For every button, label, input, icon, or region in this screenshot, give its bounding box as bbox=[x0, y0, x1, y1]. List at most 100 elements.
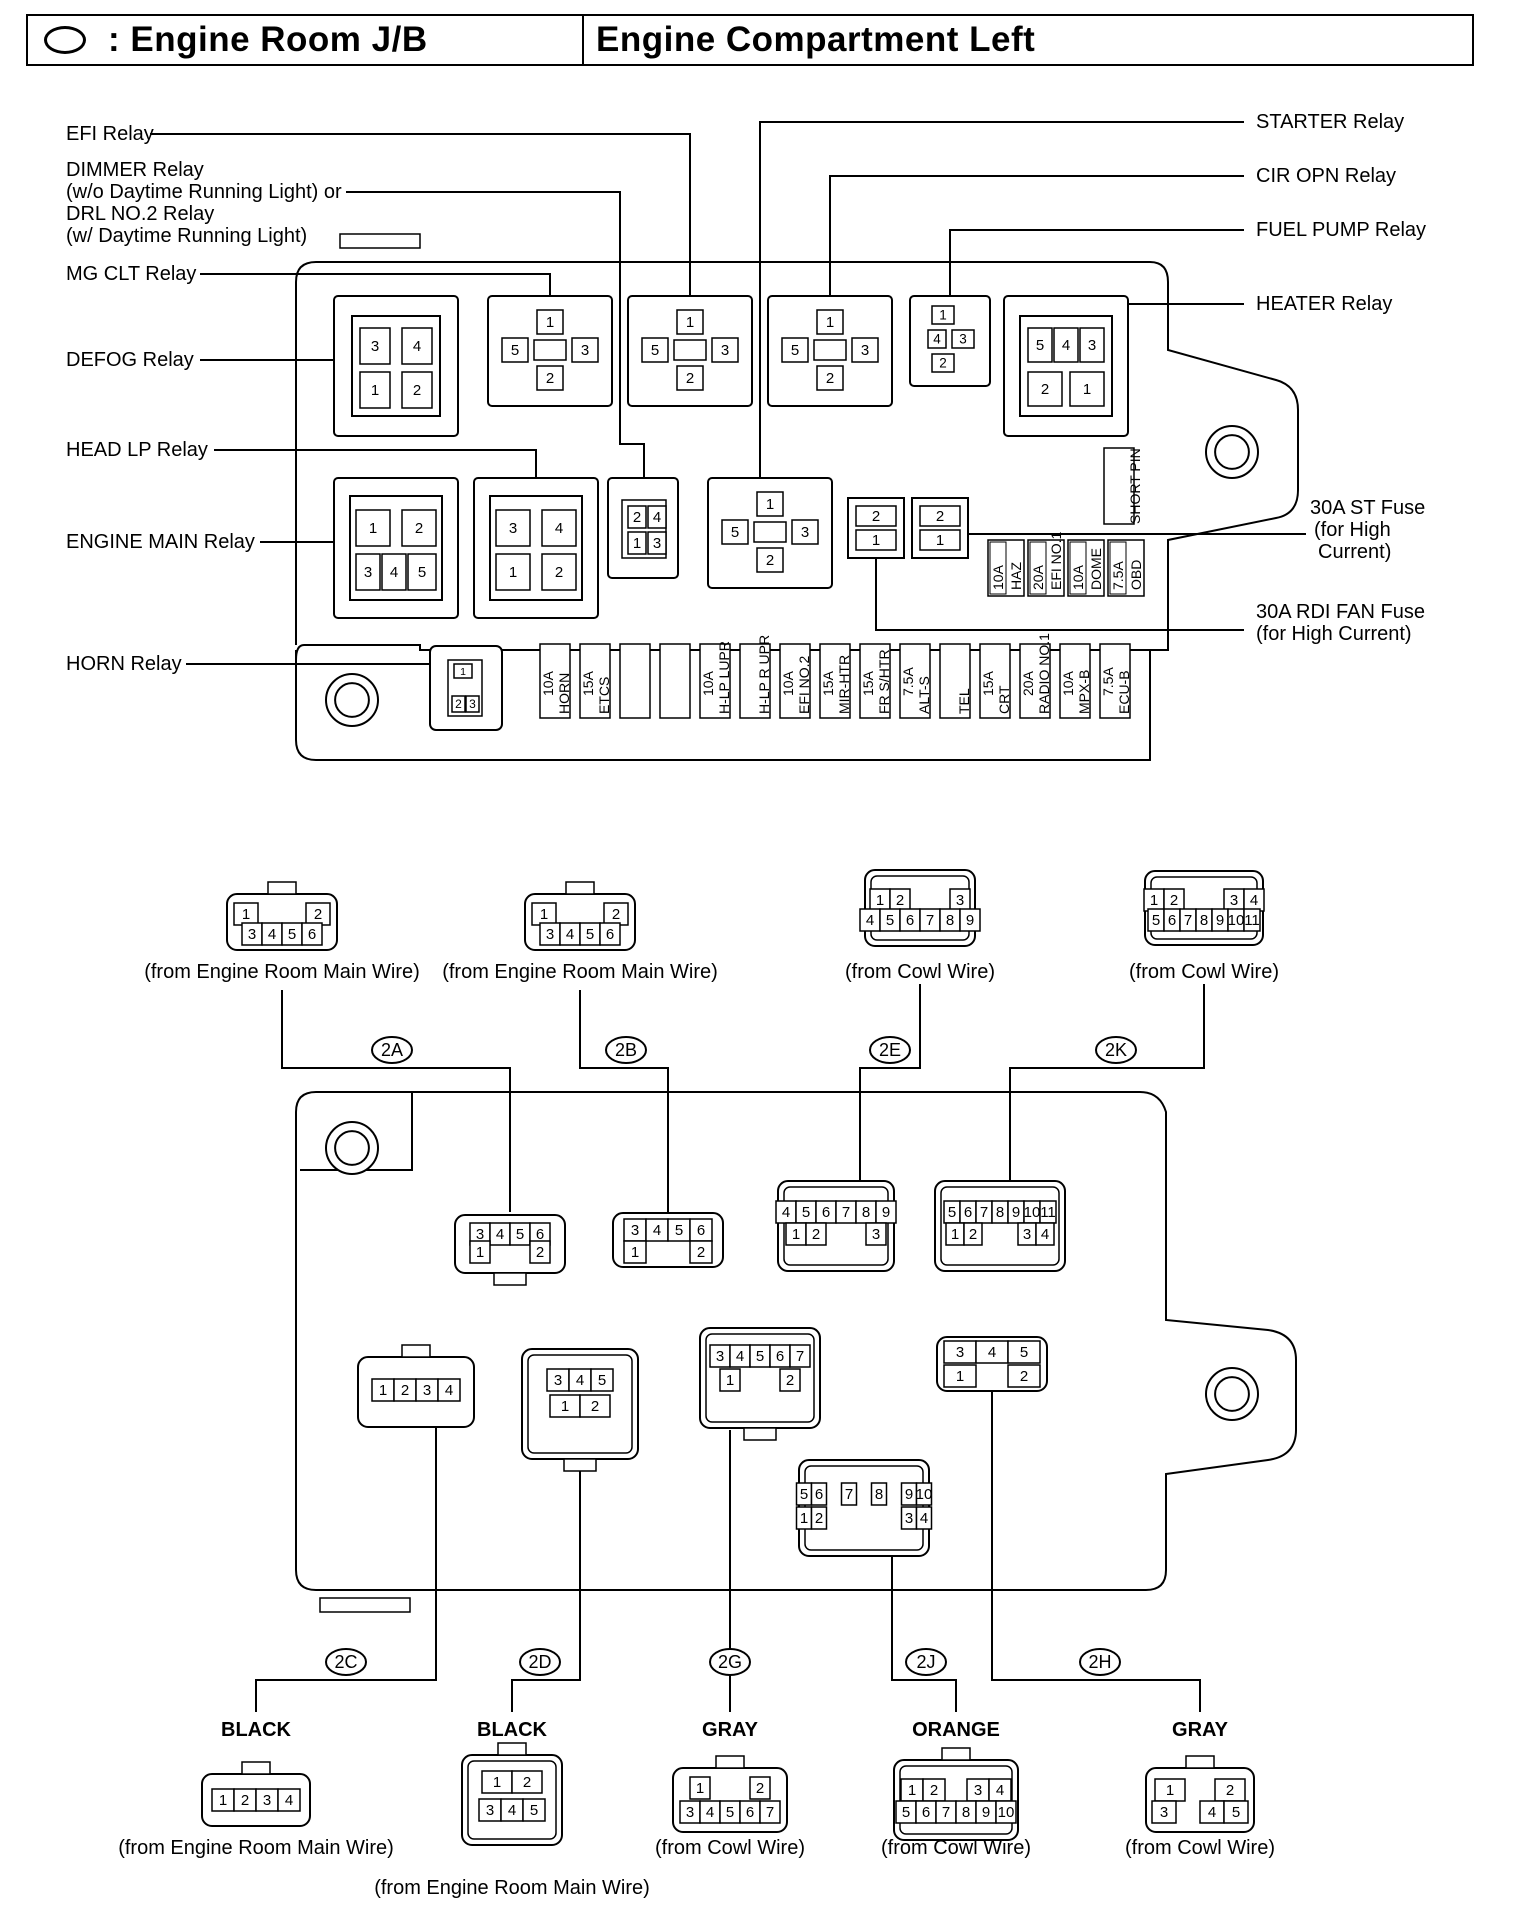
fuse-bottom-name: CRT bbox=[996, 685, 1012, 714]
connector-2g-socket-pin bbox=[719, 1368, 741, 1392]
ciropn-relay-pin-2-number: 2 bbox=[826, 370, 834, 387]
connector-2e-socket-pin-number: 6 bbox=[822, 1204, 830, 1221]
junction-block-outline bbox=[295, 261, 1299, 761]
dimmer-pin-number: 2 bbox=[633, 509, 641, 526]
efi-relay-pin-3-number: 3 bbox=[721, 342, 729, 359]
connector-2g-socket-pin-number: 7 bbox=[796, 1348, 804, 1365]
defog-pin-number: 3 bbox=[371, 338, 379, 355]
connector-2b-socket-pin-number: 2 bbox=[697, 1244, 705, 1261]
heater-pin-number: 5 bbox=[1036, 337, 1044, 354]
connector-2j-image-pin-number: 3 bbox=[974, 1782, 982, 1799]
fuelpump-relay-housing bbox=[909, 295, 991, 387]
connector-2j-code-text: 2J bbox=[916, 1652, 935, 1672]
enginemain-pin bbox=[407, 553, 437, 591]
fuse-bottom-amp: 10A bbox=[540, 670, 556, 696]
connector-2g-image-pin bbox=[689, 1776, 711, 1800]
connector-2a-image-pin-number: 2 bbox=[314, 906, 322, 923]
connector-2b-socket-pin bbox=[689, 1240, 713, 1264]
heater-pin-number: 2 bbox=[1041, 381, 1049, 398]
connector-2d-image-pin-number: 3 bbox=[486, 1802, 494, 1819]
fuse-bottom-name: MPX-B bbox=[1076, 670, 1092, 714]
rdi-fan-fuse-label: 30A RDI FAN Fuse bbox=[1256, 601, 1425, 623]
dimmer-pin bbox=[647, 505, 667, 529]
connector-2b-code bbox=[605, 1036, 647, 1064]
fuse-bottom-slot bbox=[899, 643, 931, 719]
connector-2k-image-pin-number: 7 bbox=[1184, 912, 1192, 929]
connector-2k-image-pin-number: 11 bbox=[1244, 912, 1260, 929]
horn-pin-number: 1 bbox=[460, 666, 466, 678]
connector-2g-image-pin-number: 3 bbox=[686, 1804, 694, 1821]
connector-2j-leader bbox=[891, 1556, 957, 1712]
connector-2j-image-pin-number: 6 bbox=[922, 1804, 930, 1821]
connector-2e-source: (from Cowl Wire) bbox=[845, 961, 995, 983]
dimmer-relay-label: DRL NO.2 Relay bbox=[66, 203, 214, 225]
connector-2j-image-pin-number: 1 bbox=[908, 1782, 916, 1799]
fuse-bottom-amp: 10A bbox=[780, 670, 796, 696]
connector-2d-socket-pin bbox=[579, 1394, 611, 1418]
fuse-bottom-slot bbox=[979, 643, 1011, 719]
fuse-bottom-slot bbox=[1099, 643, 1131, 719]
defog-pin-number: 1 bbox=[371, 382, 379, 399]
connector-2d-socket-bottom-tab bbox=[563, 1458, 597, 1472]
ciropn-relay-pin-3-number: 3 bbox=[861, 342, 869, 359]
connector-2k-image-pin-number: 2 bbox=[1170, 892, 1178, 909]
efi-relay-label: EFI Relay bbox=[66, 123, 154, 145]
fuse-bottom-slot bbox=[699, 643, 731, 719]
enginemain-pin-number: 3 bbox=[364, 564, 372, 581]
connector-2h-image-pin-number: 4 bbox=[1208, 1804, 1216, 1821]
ciropn-relay-pin-1 bbox=[816, 309, 844, 335]
mount-hole-left-bottom-inner bbox=[334, 682, 370, 718]
st-fuse-pin-number: 1 bbox=[936, 532, 944, 549]
connector-2h-image-pin-number: 2 bbox=[1226, 1782, 1234, 1799]
fuse-bottom-amp: 7.5A bbox=[1100, 667, 1116, 696]
connector-2a-image-pin-number: 3 bbox=[248, 926, 256, 943]
connector-2h-color: GRAY bbox=[1172, 1719, 1229, 1741]
fuse-bottom-name: ECU-B bbox=[1116, 670, 1132, 714]
connector-2k-socket-pin-number: 10 bbox=[1024, 1204, 1041, 1221]
st-fuse-pin bbox=[919, 505, 961, 527]
heater-pin bbox=[1027, 371, 1063, 407]
connector-2g-color: GRAY bbox=[702, 1719, 759, 1741]
connector-2c-image-top-tab bbox=[241, 1761, 271, 1775]
starter-pin-5 bbox=[721, 519, 749, 545]
headlp-relay-label: HEAD LP Relay bbox=[66, 439, 208, 461]
connector-2e-socket-pin-number: 7 bbox=[842, 1204, 850, 1221]
connector-2j-image-pin-number: 2 bbox=[930, 1782, 938, 1799]
fuelpump-pin-number: 2 bbox=[939, 356, 947, 371]
connector-2a-socket-pin bbox=[469, 1240, 491, 1264]
connector-2d-image-pin-number: 5 bbox=[530, 1802, 538, 1819]
connector-2a-image-pin-number: 4 bbox=[268, 926, 276, 943]
connector-2k-image-pin-number: 9 bbox=[1216, 912, 1224, 929]
connector-2j-socket-pin bbox=[840, 1482, 858, 1506]
fuelpump-pin bbox=[931, 305, 955, 325]
fuse-bottom-slot bbox=[739, 643, 771, 719]
headlp-pin bbox=[541, 509, 577, 547]
connector-2e-socket-pin-number: 5 bbox=[802, 1204, 810, 1221]
connector-2d-code-text: 2D bbox=[528, 1652, 551, 1672]
connector-2k-source: (from Cowl Wire) bbox=[1129, 961, 1279, 983]
connector-2g-image-pin-number: 6 bbox=[746, 1804, 754, 1821]
connector-2e-socket-pin-number: 4 bbox=[782, 1204, 790, 1221]
enginemain-relay-label: ENGINE MAIN Relay bbox=[66, 531, 255, 553]
connector-2h-image-pin-number: 1 bbox=[1166, 1782, 1174, 1799]
enginemain-pin bbox=[381, 553, 407, 591]
connector-2j-code bbox=[905, 1648, 947, 1676]
dimmer-relay-label: (w/ Daytime Running Light) bbox=[66, 225, 307, 247]
connector-2a-socket-pin-number: 3 bbox=[476, 1226, 484, 1243]
enginemain-pin-number: 2 bbox=[415, 520, 423, 537]
fuse-bottom-name: HORN bbox=[556, 673, 572, 714]
connector-2e-socket-pin bbox=[805, 1222, 827, 1246]
connector-oval-icon bbox=[44, 26, 86, 54]
fuelpump-pin bbox=[951, 329, 975, 349]
starter-relay-leader bbox=[759, 121, 1244, 492]
connector-2h-image-pin-number: 5 bbox=[1232, 1804, 1240, 1821]
connector-2h-image-pin-number: 3 bbox=[1160, 1804, 1168, 1821]
connector-2k-socket-pin-number: 7 bbox=[980, 1204, 988, 1221]
connector-2a-source: (from Engine Room Main Wire) bbox=[144, 961, 420, 983]
starter-pin-3-number: 3 bbox=[801, 524, 809, 541]
header-left-cell: : Engine Room J/B bbox=[28, 16, 584, 64]
mgclt-relay-label: MG CLT Relay bbox=[66, 263, 196, 285]
connector-2c-image-pin-number: 2 bbox=[241, 1792, 249, 1809]
connector-2d-code bbox=[519, 1648, 561, 1676]
connector-2d-image-pin-number: 4 bbox=[508, 1802, 516, 1819]
